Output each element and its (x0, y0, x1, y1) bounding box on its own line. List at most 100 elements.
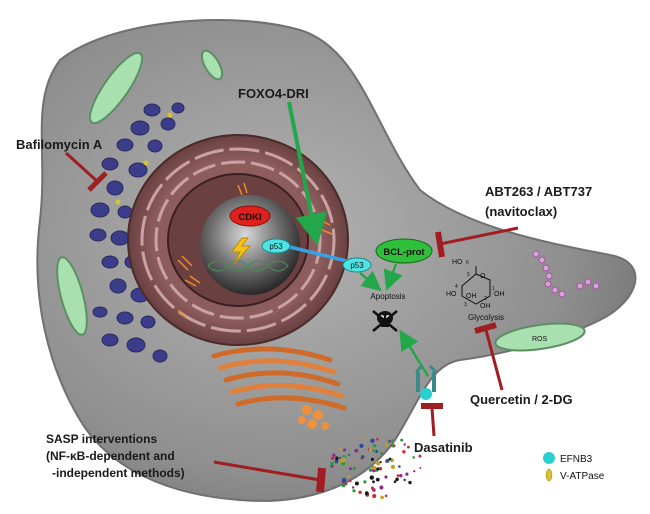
sasp-particle (376, 467, 380, 471)
sasp-particle (363, 480, 367, 484)
mitochondrion-top (88, 51, 144, 125)
svg-text:HO: HO (446, 291, 457, 298)
sasp-particle (407, 445, 410, 449)
sasp-particle (395, 477, 399, 482)
glucose-molecule: HO 6 O 5 4 1 HO OH OH OH 3 2 (446, 259, 505, 310)
sasp-particle (384, 475, 388, 479)
sasp-particle (330, 456, 335, 460)
svg-text:4: 4 (455, 284, 458, 290)
quercetin-label: Quercetin / 2-DG (470, 392, 573, 407)
sasp-particle (405, 472, 409, 476)
sasp-particle (418, 454, 422, 458)
sasp-particle (370, 457, 374, 461)
sasp-particle (372, 465, 377, 471)
sasp-particle (370, 438, 375, 443)
sasp-particle (408, 480, 412, 485)
sasp-particle (368, 468, 373, 472)
efnb3-apoptosis-arrow (399, 329, 430, 377)
sasp-particle (335, 456, 339, 460)
bafilomycin-inhibitor (64, 151, 108, 192)
golgi-vesicles (298, 405, 329, 430)
sasp-particle (388, 457, 392, 461)
bafilomycin-label: Bafilomycin A (16, 137, 103, 152)
sasp-particle (375, 460, 377, 463)
sasp-particle (364, 491, 369, 496)
sasp-label-line1: SASP interventions (46, 432, 157, 446)
legend: EFNB3 V-ATPase (543, 452, 605, 482)
sasp-particle (385, 459, 390, 463)
svg-text:BCL-prot: BCL-prot (383, 247, 425, 258)
sasp-particle (419, 466, 422, 469)
sasp-particle (349, 480, 352, 483)
sasp-particle (413, 470, 416, 473)
dasatinib-label: Dasatinib (414, 440, 473, 455)
sasp-particle (361, 455, 365, 459)
sasp-particle (399, 474, 403, 478)
svg-text:2: 2 (484, 296, 487, 302)
sasp-particles (330, 436, 422, 500)
mitochondrion-topright (200, 49, 224, 81)
mitochondrion-right (494, 322, 586, 352)
svg-text:1: 1 (492, 286, 495, 292)
sasp-particle (334, 459, 339, 464)
sasp-particle (379, 485, 384, 490)
sasp-particle (384, 494, 388, 498)
dasatinib-inhibitor (421, 403, 443, 437)
sasp-particle (354, 481, 359, 486)
vatpase-legend-label: V-ATPase (560, 471, 605, 482)
sasp-particle (352, 466, 356, 471)
sasp-particle (341, 483, 346, 488)
sasp-particle (338, 447, 342, 451)
pink-chain (532, 250, 600, 298)
sasp-particle (358, 490, 362, 494)
sasp-particle (372, 493, 377, 499)
sasp-particle (352, 489, 356, 493)
sasp-particle (342, 455, 345, 458)
svg-text:p53: p53 (269, 242, 283, 251)
sasp-particle (398, 465, 401, 468)
sasp-particle (402, 450, 406, 454)
efnb3-legend-label: EFNB3 (560, 454, 593, 465)
efnb3-receptor (414, 364, 438, 400)
sasp-particle (376, 437, 379, 441)
bcl-prot-node: BCL-prot (375, 238, 433, 264)
mitochondrion-left (56, 256, 88, 336)
sasp-particle (390, 443, 395, 448)
sasp-particle (396, 474, 400, 477)
sasp-particle (385, 443, 389, 447)
sasp-particle (403, 443, 406, 446)
sasp-particle (393, 480, 397, 484)
vatpase-legend-swatch (545, 468, 553, 482)
p53-export-line (289, 245, 356, 265)
vatpase-dots (115, 112, 173, 205)
quercetin-inhibitor (474, 322, 504, 391)
glycolysis-label: Glycolysis (468, 313, 504, 322)
sasp-particle (380, 495, 384, 500)
svg-text:3: 3 (464, 302, 467, 308)
ros-label: ROS (532, 336, 548, 343)
sasp-particle (361, 436, 364, 439)
svg-text:p53: p53 (350, 261, 364, 270)
sasp-particle (368, 448, 373, 452)
sasp-particle (387, 441, 391, 444)
abt-inhibitor (435, 226, 519, 258)
svg-text:CDKI: CDKI (238, 212, 261, 223)
foxo4-label: FOXO4-DRI (238, 86, 309, 101)
svg-text:OH: OH (494, 291, 505, 298)
skull-icon (372, 310, 398, 332)
sasp-particle (359, 443, 364, 448)
bcl-apoptosis-arrow (383, 263, 403, 291)
dna-helix (207, 260, 289, 272)
lysosome-cluster (89, 102, 185, 363)
sasp-particle (332, 453, 336, 457)
sasp-particle (373, 444, 377, 448)
sasp-particle (376, 461, 381, 466)
sasp-inhibitor (213, 460, 326, 493)
abt-label-line2: (navitoclax) (485, 204, 557, 219)
sasp-particle (369, 475, 374, 480)
sasp-particle (390, 439, 395, 443)
sasp-particle (373, 488, 376, 491)
sasp-particle (351, 486, 355, 489)
svg-text:5: 5 (467, 272, 470, 278)
